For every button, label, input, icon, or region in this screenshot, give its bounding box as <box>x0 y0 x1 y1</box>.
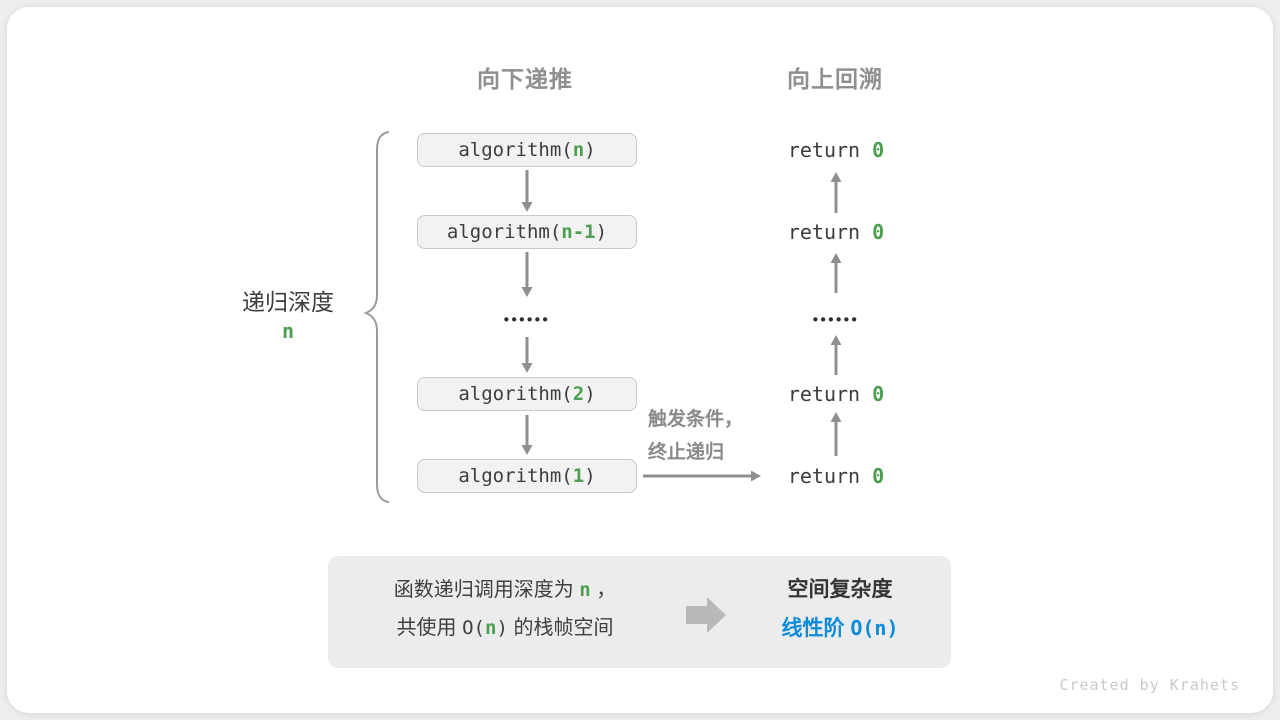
terminate-arrow <box>643 470 761 482</box>
return-value: 0 <box>872 138 885 162</box>
code-text: ) <box>584 139 596 161</box>
code-arg: 1 <box>572 465 585 487</box>
down-arrow-3 <box>521 337 533 373</box>
up-arrow-4 <box>830 412 842 456</box>
terminate-note-line2: 终止递归 <box>648 442 725 463</box>
summary-text: ， <box>590 579 617 601</box>
return-value: 0 <box>872 382 885 406</box>
summary-text: 的栈帧空间 <box>507 617 614 639</box>
summary-box: 函数递归调用深度为 n ， 共使用 O(n) 的栈帧空间 空间复杂度 线性阶 O… <box>328 556 951 668</box>
summary-code: O( <box>462 617 485 639</box>
summary-code: ) <box>496 617 508 639</box>
down-arrow-2 <box>521 252 533 297</box>
call-box-2: algorithm(2) <box>417 377 637 411</box>
call-box-n: algorithm(n) <box>417 133 637 167</box>
down-arrow-1 <box>521 170 533 212</box>
code-text: algorithm( <box>446 221 562 243</box>
up-arrow-3 <box>830 335 842 375</box>
summary-result-label: 线性阶 <box>781 617 851 640</box>
depth-label: 递归深度 <box>242 289 334 315</box>
summary-text: 函数递归调用深度为 <box>393 579 580 601</box>
return-value: 0 <box>872 220 885 244</box>
summary-var: n <box>484 617 497 639</box>
code-arg: n-1 <box>561 221 596 243</box>
summary-var: n <box>579 579 591 601</box>
summary-result-code: O(n) <box>850 616 899 640</box>
code-text: algorithm( <box>458 465 573 487</box>
terminate-note: 触发条件， 终止递归 <box>648 403 743 469</box>
ellipsis-right: •••••• <box>812 311 860 329</box>
down-arrow-4 <box>521 415 533 455</box>
return-statement-3: return 0 <box>788 382 884 406</box>
summary-result: 线性阶 O(n) <box>730 614 950 643</box>
code-text: ) <box>595 221 608 243</box>
code-text: return <box>787 220 873 244</box>
return-statement-1: return 0 <box>788 138 884 162</box>
header-recurse-down: 向下递推 <box>477 66 573 92</box>
code-text: ) <box>584 465 596 487</box>
summary-title: 空间复杂度 <box>787 578 893 601</box>
block-arrow-icon <box>686 597 726 633</box>
call-box-n-1: algorithm(n-1) <box>417 215 637 249</box>
code-text: ) <box>584 383 596 405</box>
header-backtrack-up: 向上回溯 <box>787 66 883 92</box>
up-arrow-1 <box>830 172 842 213</box>
code-text: return <box>787 382 873 406</box>
depth-value: n <box>281 319 295 343</box>
return-value: 0 <box>872 464 885 488</box>
code-arg: 2 <box>572 383 585 405</box>
up-arrow-2 <box>830 253 842 293</box>
code-text: algorithm( <box>458 139 573 161</box>
return-statement-2: return 0 <box>788 220 884 244</box>
summary-line1: 函数递归调用深度为 n ， <box>328 576 682 604</box>
code-text: return <box>787 138 873 162</box>
summary-text: 共使用 <box>396 617 463 639</box>
call-box-1: algorithm(1) <box>417 459 637 493</box>
return-statement-4: return 0 <box>788 464 884 488</box>
summary-line2: 共使用 O(n) 的栈帧空间 <box>328 614 682 642</box>
credit-watermark: Created by Krahets <box>1059 676 1240 694</box>
terminate-note-line1: 触发条件， <box>648 409 744 430</box>
ellipsis-left: •••••• <box>503 311 551 329</box>
code-arg: n <box>572 139 585 161</box>
depth-brace <box>363 131 389 503</box>
code-text: algorithm( <box>458 383 573 405</box>
code-text: return <box>787 464 873 488</box>
